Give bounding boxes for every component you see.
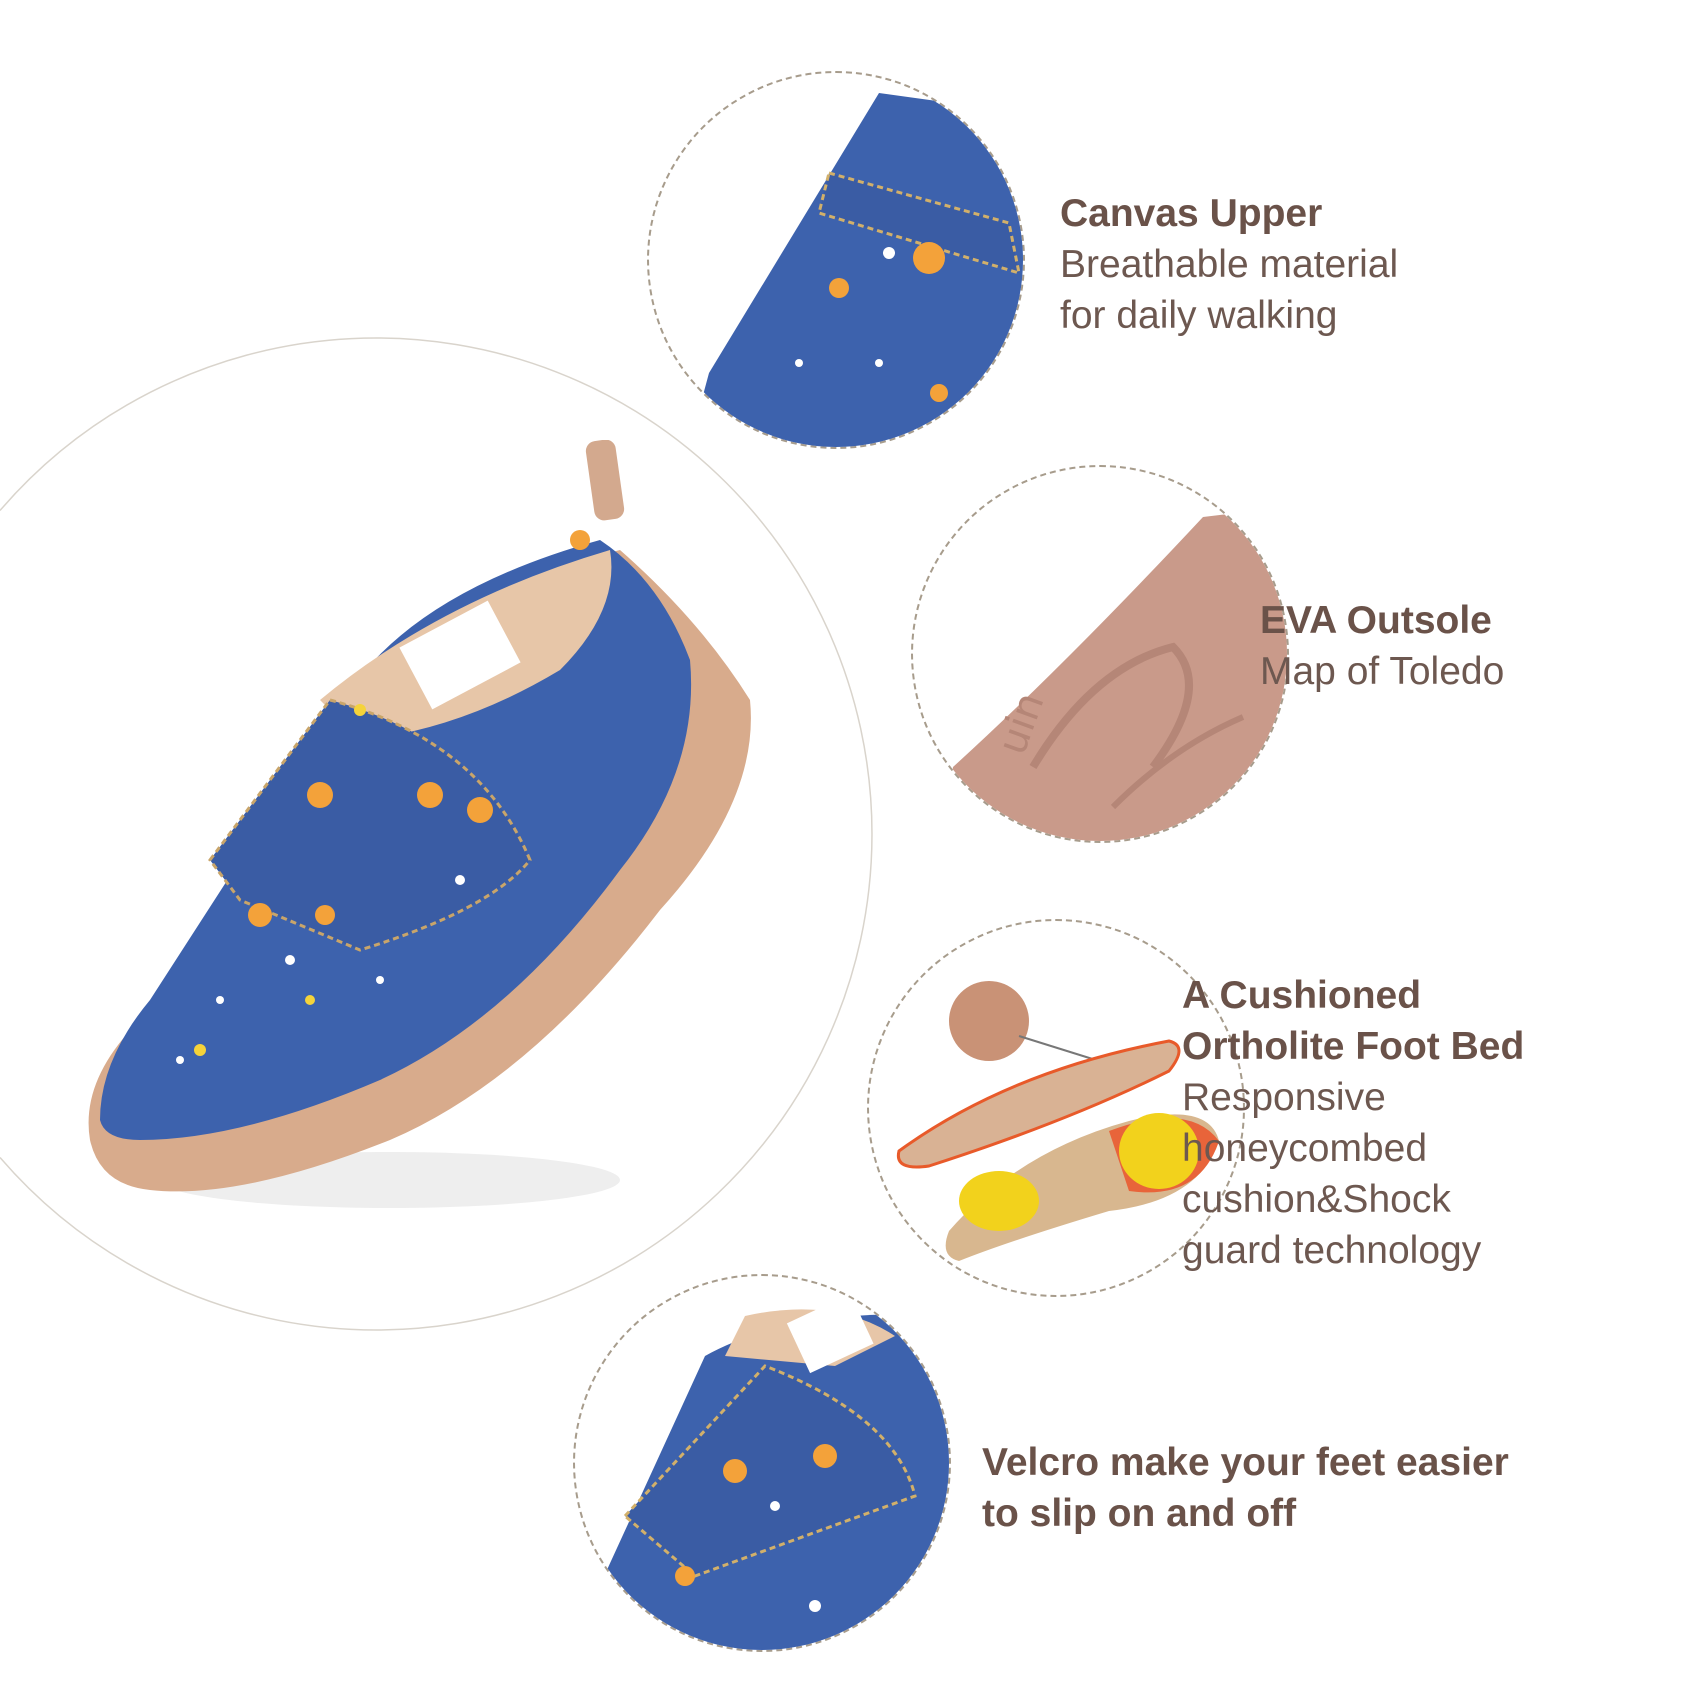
canvas-upper-closeup — [647, 71, 1025, 449]
velcro-closeup — [573, 1274, 951, 1652]
feature-title: Ortholite Foot Bed — [1182, 1025, 1525, 1068]
feature-title: to slip on and off — [982, 1492, 1297, 1535]
feature-title: Canvas Upper — [1060, 192, 1323, 235]
feature-title: A Cushioned — [1182, 974, 1422, 1017]
eva-outsole-closeup: uin — [911, 465, 1289, 843]
feature-title: Velcro make your feet easier — [982, 1441, 1509, 1484]
feature-description: guard technology — [1182, 1229, 1482, 1272]
feature-description: Map of Toledo — [1260, 650, 1505, 693]
hero-circle — [0, 330, 880, 1340]
feature-description: cushion&Shock — [1182, 1178, 1451, 1221]
feature-title: EVA Outsole — [1260, 599, 1492, 642]
feature-velcro: Velcro make your feet easier to slip on … — [982, 1437, 1509, 1539]
insole-closeup — [867, 919, 1245, 1297]
main-shoe-image — [60, 440, 780, 1240]
feature-foot-bed: A Cushioned Ortholite Foot Bed Responsiv… — [1182, 970, 1524, 1276]
feature-description: for daily walking — [1060, 294, 1338, 337]
feature-eva-outsole: EVA Outsole Map of Toledo — [1260, 595, 1504, 697]
feature-description: Breathable material — [1060, 243, 1399, 286]
feature-description: Responsive — [1182, 1076, 1386, 1119]
feature-description: honeycombed — [1182, 1127, 1428, 1170]
feature-canvas-upper: Canvas Upper Breathable material for dai… — [1060, 188, 1398, 341]
